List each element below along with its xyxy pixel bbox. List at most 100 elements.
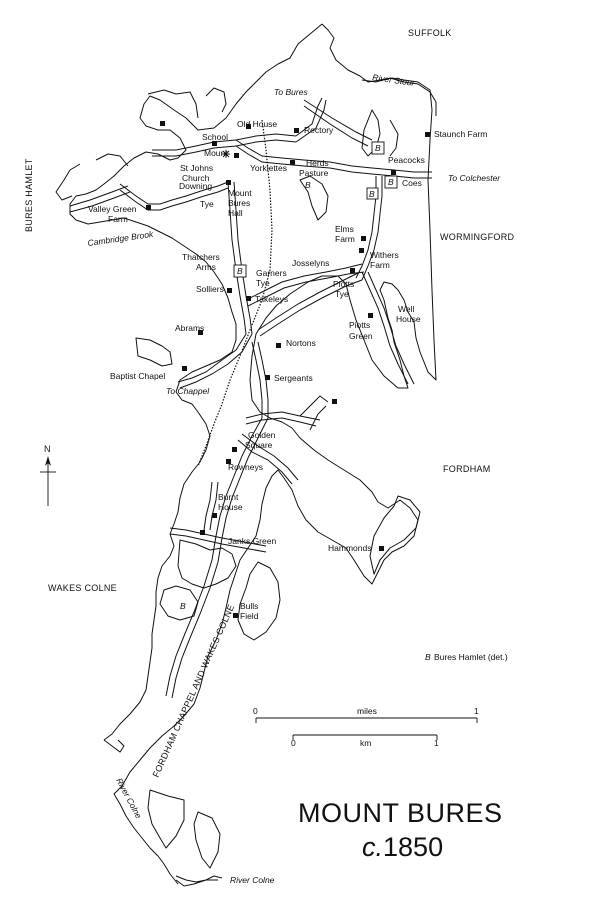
map-title-date: c.1850 — [362, 832, 443, 862]
map-title: MOUNT BURES — [298, 798, 503, 828]
place-label: Staunch Farm — [434, 129, 487, 139]
direction-bures: To Bures — [274, 87, 308, 97]
place-label: Baptist Chapel — [110, 371, 165, 381]
place-label: Farm — [335, 234, 355, 244]
place-label: Rectory — [304, 125, 334, 135]
place-label: St Johns — [180, 163, 213, 173]
place-label: Pasture — [299, 168, 329, 178]
place-label: Old House — [237, 119, 277, 129]
river-stour-label: River Stour — [372, 72, 417, 88]
svg-text:miles: miles — [357, 706, 377, 716]
place-label: Downing — [179, 181, 212, 191]
field-boundary — [147, 89, 199, 119]
place-label: Valley Green — [88, 204, 137, 214]
direction-colchester: To Colchester — [448, 173, 501, 183]
parish-boundary-west — [69, 23, 323, 741]
place-label: House — [218, 502, 243, 512]
cambridge-brook-label: Cambridge Brook — [87, 229, 155, 248]
place-label: Yorklettes — [250, 163, 287, 173]
place-label: Thatchers — [182, 252, 220, 262]
place-label: Well — [398, 304, 414, 314]
north-arrow: N — [40, 444, 56, 506]
region-wormingford: WORMINGFORD — [440, 232, 514, 242]
river-colne-west — [103, 739, 125, 753]
date-year: 1850 — [383, 832, 443, 862]
place-label: Abrams — [175, 323, 204, 333]
place-label: Solliers — [196, 284, 224, 294]
place-label: Hall — [228, 208, 243, 218]
svg-text:1: 1 — [434, 738, 439, 748]
place-label: Farm — [108, 214, 128, 224]
scale-bar-miles: 0 miles 1 — [253, 706, 479, 723]
place-label: Tye — [256, 278, 270, 288]
place-label: Piotts — [349, 320, 370, 330]
detached-marker: B — [233, 264, 247, 278]
detached-marker: B — [305, 180, 311, 190]
place-label: Rowneys — [228, 462, 263, 472]
place-label: Elms — [335, 224, 354, 234]
detached-marker: B — [371, 141, 385, 155]
place-label: Square — [245, 440, 273, 450]
place-label: Garners — [256, 268, 287, 278]
field-boundary — [237, 561, 281, 641]
place-label: Janks Green — [228, 536, 276, 546]
place-label: Mount — [228, 188, 252, 198]
place-label: Mount — [204, 148, 228, 158]
north-label: N — [44, 444, 51, 454]
svg-text:0: 0 — [253, 706, 258, 716]
place-label: Church — [182, 173, 210, 183]
place-label: Green — [349, 331, 373, 341]
field-boundary — [135, 337, 173, 367]
field-boundary — [147, 789, 185, 849]
building-markers — [146, 121, 430, 618]
place-label: Farm — [370, 260, 390, 270]
field-boundary — [205, 87, 227, 113]
railway — [197, 119, 273, 467]
svg-text:B: B — [305, 180, 311, 190]
field-boundary — [55, 163, 81, 201]
place-label: Sergeants — [274, 373, 313, 383]
detached-marker: B — [384, 175, 398, 189]
detached-marker: B — [366, 187, 379, 200]
region-fordham: FORDHAM — [443, 464, 491, 474]
place-label: Burnt — [218, 492, 239, 502]
legend: B Bures Hamlet (det.) — [425, 652, 508, 662]
place-label: Josselyns — [292, 258, 329, 268]
field-boundary — [159, 585, 199, 621]
place-label: School — [202, 132, 228, 142]
svg-text:km: km — [360, 738, 371, 748]
place-label: Nortons — [286, 338, 316, 348]
field-boundary — [95, 153, 129, 167]
place-label: Herds — [306, 158, 329, 168]
direction-chappel: To Chappel — [166, 386, 210, 396]
river-stour — [361, 77, 437, 116]
scale-bar-km: 0 km 1 — [291, 734, 439, 748]
place-label: Piotts — [333, 279, 354, 289]
svg-text:1: 1 — [474, 706, 479, 716]
river-colne-label: River Colne — [230, 875, 275, 885]
place-label: Tye — [335, 289, 349, 299]
svg-text:B: B — [388, 177, 394, 187]
place-label: Field — [240, 611, 259, 621]
place-label: Peacocks — [388, 155, 425, 165]
place-label: Arms — [196, 262, 216, 272]
place-label: House — [396, 314, 421, 324]
place-label: Tye — [200, 199, 214, 209]
svg-text:0: 0 — [291, 738, 296, 748]
date-prefix: c. — [362, 832, 383, 862]
field-boundary — [177, 539, 237, 589]
place-label: Withers — [370, 250, 399, 260]
svg-text:B: B — [369, 189, 375, 199]
church-icon — [222, 150, 230, 158]
place-label: Golden — [248, 430, 276, 440]
detached-marker: B — [180, 601, 186, 611]
svg-text:B: B — [375, 143, 381, 153]
field-boundary — [369, 495, 421, 575]
field-boundary — [193, 811, 221, 869]
region-bures-hamlet: BURES HAMLET — [24, 158, 34, 232]
river-colne-label: River Colne — [114, 776, 144, 820]
river-colne-south — [175, 879, 218, 887]
parish-boundary — [113, 23, 437, 885]
place-label: Bulls — [240, 601, 258, 611]
